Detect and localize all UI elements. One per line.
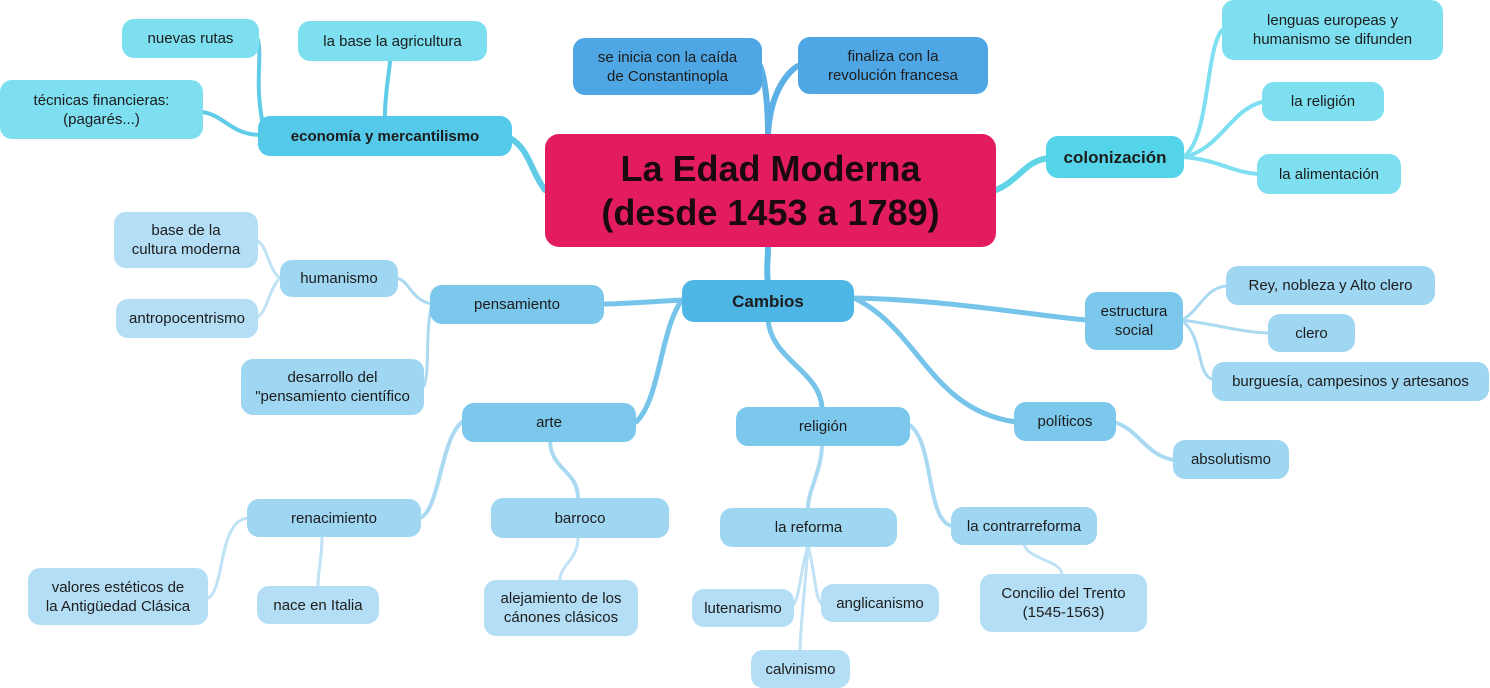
node-tecnicas-financieras[interactable]: técnicas financieras: (pagarés...) (0, 80, 203, 139)
node-contrarreforma[interactable]: la contrarreforma (951, 507, 1097, 545)
root-node[interactable]: La Edad Moderna (desde 1453 a 1789) (545, 134, 996, 247)
node-clero[interactable]: clero (1268, 314, 1355, 352)
node-la-religion[interactable]: la religión (1262, 82, 1384, 121)
node-base-cultura[interactable]: base de la cultura moderna (114, 212, 258, 268)
node-valores-esteticos[interactable]: valores estéticos de la Antigüedad Clási… (28, 568, 208, 625)
node-cambios[interactable]: Cambios (682, 280, 854, 322)
node-renacimiento[interactable]: renacimiento (247, 499, 421, 537)
node-alimentacion[interactable]: la alimentación (1257, 154, 1401, 194)
node-burguesia[interactable]: burguesía, campesinos y artesanos (1212, 362, 1489, 401)
node-estructura-social[interactable]: estructura social (1085, 292, 1183, 350)
node-calvinismo[interactable]: calvinismo (751, 650, 850, 688)
node-absolutismo[interactable]: absolutismo (1173, 440, 1289, 479)
node-barroco[interactable]: barroco (491, 498, 669, 538)
node-colonizacion[interactable]: colonización (1046, 136, 1184, 178)
node-anglicanismo[interactable]: anglicanismo (821, 584, 939, 622)
node-pensamiento[interactable]: pensamiento (430, 285, 604, 324)
node-reforma[interactable]: la reforma (720, 508, 897, 547)
node-base-agricultura[interactable]: la base la agricultura (298, 21, 487, 61)
node-inicio[interactable]: se inicia con la caída de Constantinopla (573, 38, 762, 95)
node-nuevas-rutas[interactable]: nuevas rutas (122, 19, 259, 58)
node-nace-italia[interactable]: nace en Italia (257, 586, 379, 624)
node-lutenarismo[interactable]: lutenarismo (692, 589, 794, 627)
node-politicos[interactable]: políticos (1014, 402, 1116, 441)
node-antropocentrismo[interactable]: antropocentrismo (116, 299, 258, 338)
node-humanismo[interactable]: humanismo (280, 260, 398, 297)
node-arte[interactable]: arte (462, 403, 636, 442)
node-fin[interactable]: finaliza con la revolución francesa (798, 37, 988, 94)
node-religion[interactable]: religión (736, 407, 910, 446)
node-concilio-trento[interactable]: Concilio del Trento (1545-1563) (980, 574, 1147, 632)
node-rey-nobleza[interactable]: Rey, nobleza y Alto clero (1226, 266, 1435, 305)
node-lenguas[interactable]: lenguas europeas y humanismo se difunden (1222, 0, 1443, 60)
node-pensamiento-cientifico[interactable]: desarrollo del "pensamiento científico (241, 359, 424, 415)
node-economia[interactable]: economía y mercantilismo (258, 116, 512, 156)
node-alejamiento[interactable]: alejamiento de los cánones clásicos (484, 580, 638, 636)
